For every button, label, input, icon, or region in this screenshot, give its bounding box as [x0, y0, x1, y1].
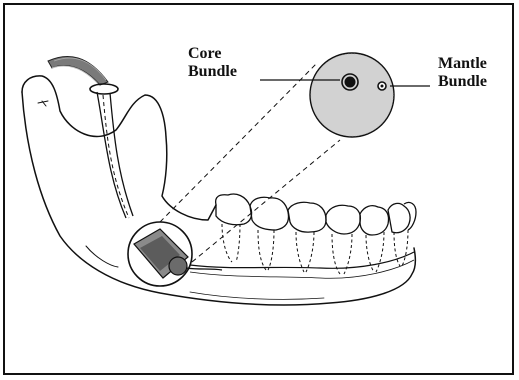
core-bundle-label: Core Bundle: [188, 45, 237, 81]
cross-section-circle: [310, 53, 394, 137]
alveolar-canal: [190, 252, 414, 278]
core-bundle-label-line1: Core: [188, 45, 237, 63]
core-bundle-label-line2: Bundle: [188, 63, 237, 81]
nerve-detail-circle: [128, 222, 222, 286]
mantle-bundle-label: Mantle Bundle: [438, 55, 487, 91]
core-bundle-dot: [345, 77, 355, 87]
mantle-bundle-label-line1: Mantle: [438, 55, 487, 73]
mantle-bundle-label-line2: Bundle: [438, 73, 487, 91]
nerve-trunk: [48, 56, 133, 218]
